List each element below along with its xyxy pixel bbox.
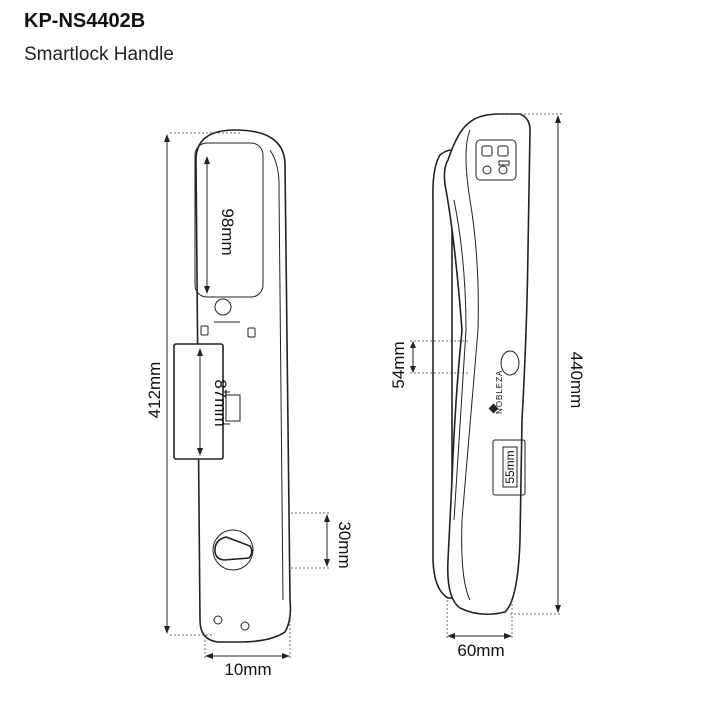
model-title: KP-NS4402B [24,10,146,32]
middle-latch [225,394,241,422]
dim-label-10: 10mm [224,660,271,679]
side-view: NOBLEZA 55mm 54mm 440mm 60mm [389,113,586,660]
dim-label-60: 60mm [457,641,504,660]
keypad-module [475,139,517,181]
brand-logo: NOBLEZA [488,370,504,414]
front-view: 98mm 87mm 412mm 30mm 10mm [145,129,354,679]
bottom-screw-right [240,621,250,631]
side-back-plate [432,149,453,599]
top-panel [194,142,264,298]
dim-label-55: 55mm [503,450,517,483]
dim-label-98: 98mm [218,208,237,255]
thumb-turn-knob [212,529,254,571]
middle-panel [173,343,224,460]
screw-left [200,325,209,336]
dim-label-440: 440mm [567,352,586,409]
dim-label-30: 30mm [335,521,354,568]
product-subtitle: Smartlock Handle [24,44,174,65]
dim-label-412: 412mm [145,362,164,419]
side-handle [443,113,531,616]
screw-right [247,327,256,338]
dim-label-87: 87mm [211,379,230,426]
brand-text: NOBLEZA [495,370,504,414]
dim-label-54: 54mm [389,341,408,388]
sensor-circle [214,298,232,316]
bottom-screw-left [213,615,223,625]
side-window [492,439,526,496]
side-hole [500,350,520,376]
